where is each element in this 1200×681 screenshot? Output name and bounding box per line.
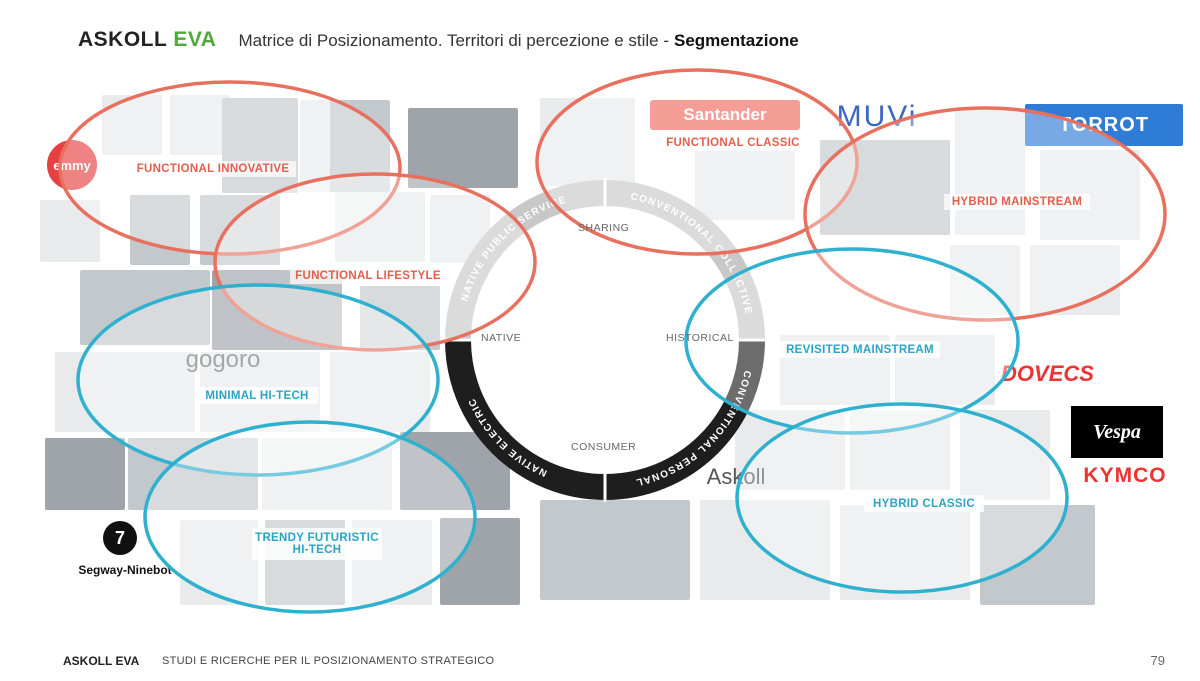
photo-tile [1030,245,1120,315]
label-hybrid-mainstream: HYBRID MAINSTREAM [944,194,1090,210]
brand-accent: EVA [173,28,217,51]
label-trendy-futuristic-line1: TRENDY FUTURISTIC [255,532,379,544]
photo-tile [840,505,970,600]
label-trendy-futuristic-line2: HI-TECH [292,544,342,556]
segway-icon: 7 [103,521,137,555]
ring-segment-conventional-personal [604,339,765,500]
label-hybrid-classic: HYBRID CLASSIC [864,495,984,512]
axis-label-native: NATIVE [481,332,522,344]
kymco-logo: KYMCO [1083,464,1167,487]
page-subtitle: Matrice di Posizionamento. Territori di … [238,31,669,50]
askoll-logo: Askoll [706,464,766,489]
photo-tile [130,195,190,265]
photo-tile [180,520,258,605]
vespa-logo: Vespa [1071,406,1163,458]
photo-tile [40,200,100,262]
page-footer: ASKOLL EVA STUDI E RICERCHE PER IL POSIZ… [63,652,1173,670]
axis-label-historical: HISTORICAL [666,332,734,344]
photo-tile [735,410,845,490]
photo-tile [980,505,1095,605]
ring-segment-conventional-collective [604,180,765,341]
photo-tile [695,150,795,220]
dovecs-logo: DOVECS [1001,361,1094,386]
photo-tile [330,352,430,432]
axis-label-consumer: CONSUMER [571,441,637,453]
positioning-ring [443,178,767,502]
photo-tile [222,98,298,193]
footer-text: STUDI E RICERCHE PER IL POSIZIONAMENTO S… [162,655,495,667]
emmy-logo: emmy [47,140,97,190]
page-header: ASKOLL EVA Matrice di Posizionamento. Te… [78,28,799,58]
gogoro-logo: gogoro [168,345,278,375]
ellipse-hybrid-mainstream [803,106,1167,322]
brand-name: ASKOLL [78,28,168,51]
label-functional-lifestyle: FUNCTIONAL LIFESTYLE [290,268,446,284]
page-subtitle-bold: Segmentazione [674,31,799,50]
photo-tile [408,108,518,188]
ellipse-trendy-futuristic [143,420,477,614]
photo-tile [360,286,440,350]
page-number: 79 [1150,653,1165,668]
photo-tile [850,410,950,490]
santander-logo: Santander [650,100,800,130]
label-trendy-futuristic: TRENDY FUTURISTIC HI-TECH [252,528,382,560]
label-functional-classic: FUNCTIONAL CLASSIC [660,135,806,151]
ellipse-minimal-hitech [76,283,440,477]
photo-tile [540,500,690,600]
label-functional-innovative: FUNCTIONAL INNOVATIVE [130,161,296,177]
photo-tile [955,110,1025,235]
torrot-logo: TORROT [1025,104,1183,146]
photo-tile [820,140,950,235]
photo-tile [440,518,520,605]
label-minimal-hitech: MINIMAL HI-TECH [196,387,318,404]
ellipse-functional-lifestyle [213,172,537,352]
axis-label-sharing: SHARING [578,222,630,234]
photo-tile [170,95,230,155]
footer-brand: ASKOLL EVA [63,654,140,668]
label-revisited-mainstream: REVISITED MAINSTREAM [780,341,940,358]
ring-segment-native-electric [445,339,606,500]
photo-tile [950,245,1020,315]
photo-tile [540,98,635,186]
ring-segment-native-public-service [445,180,606,341]
ellipse-functional-classic [535,68,859,256]
photo-tile [45,438,125,510]
muvi-logo: MUVi [836,100,918,133]
segway-logo: Segway-Ninebot [78,563,172,577]
